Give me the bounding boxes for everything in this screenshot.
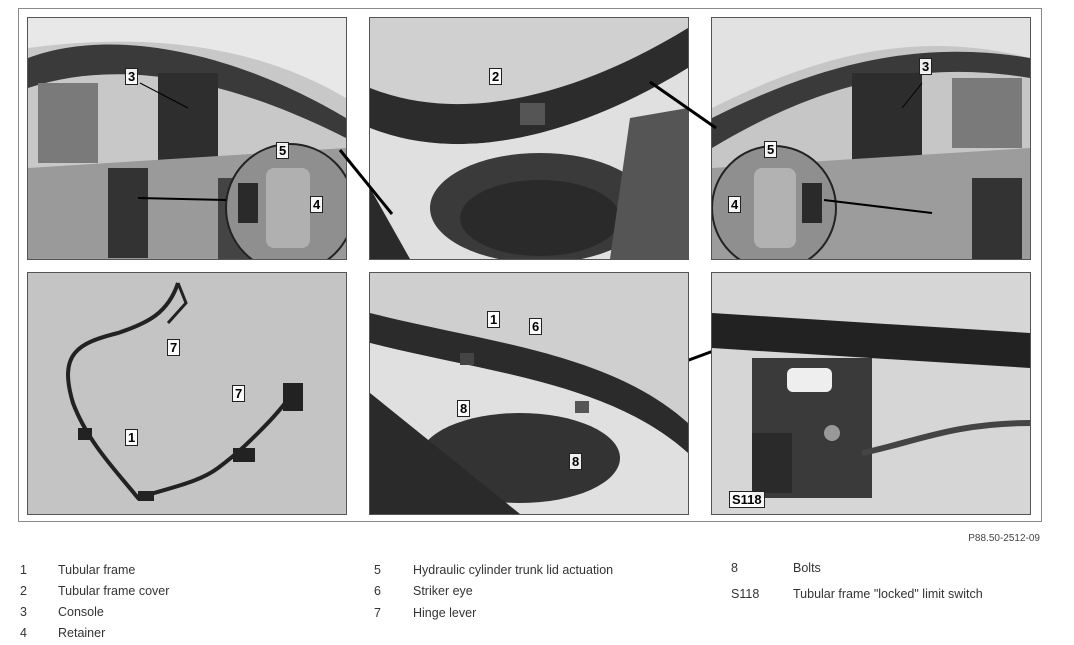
photo-bottom-left: 7 7 1 <box>27 272 347 515</box>
legend-num-8: 8 <box>731 561 738 575</box>
photo-top-left-art <box>28 18 346 259</box>
legend-text-4: Retainer <box>58 626 106 640</box>
legend-text-6: Striker eye <box>413 584 473 598</box>
callout-8: 8 <box>457 400 471 417</box>
legend-num-1: 1 <box>20 563 27 577</box>
legend-num-4: 4 <box>20 626 27 640</box>
photo-bottom-left-art <box>28 273 346 514</box>
photo-top-right: 3 5 4 <box>711 17 1031 260</box>
callout-4: 4 <box>310 196 324 213</box>
photo-bottom-right-art <box>712 273 1030 514</box>
legend-num-7: 7 <box>374 606 381 620</box>
callout-2: 2 <box>489 68 503 85</box>
photo-top-middle-art <box>370 18 688 259</box>
photo-bottom-middle: 1 6 8 8 <box>369 272 689 515</box>
callout-7: 7 <box>232 385 246 402</box>
callout-6: 6 <box>529 318 543 335</box>
legend-text-5: Hydraulic cylinder trunk lid actuation <box>413 563 614 577</box>
legend-num-3: 3 <box>20 605 27 619</box>
callout-s118: S118 <box>729 491 765 508</box>
legend-text-s118: Tubular frame "locked" limit switch <box>793 587 983 601</box>
callout-7: 7 <box>167 339 181 356</box>
legend-text-8: Bolts <box>793 561 821 575</box>
figure-reference: P88.50-2512-09 <box>968 533 1040 544</box>
callout-5: 5 <box>764 141 778 158</box>
legend-num-2: 2 <box>20 584 27 598</box>
callout-8: 8 <box>569 453 583 470</box>
callout-3: 3 <box>919 58 933 75</box>
photo-top-left: 3 5 4 <box>27 17 347 260</box>
legend-num-5: 5 <box>374 563 381 577</box>
photo-bottom-middle-art <box>370 273 688 514</box>
photo-top-right-art <box>712 18 1030 259</box>
callout-3: 3 <box>125 68 139 85</box>
photo-top-middle: 2 <box>369 17 689 260</box>
callout-1: 1 <box>487 311 501 328</box>
legend-text-3: Console <box>58 605 104 619</box>
legend-text-1: Tubular frame <box>58 563 136 577</box>
callout-1: 1 <box>125 429 139 446</box>
legend-num-s118: S118 <box>731 587 760 601</box>
callout-5: 5 <box>276 142 290 159</box>
legend-num-6: 6 <box>374 584 381 598</box>
callout-4: 4 <box>728 196 742 213</box>
legend-text-2: Tubular frame cover <box>58 584 170 598</box>
legend-text-7: Hinge lever <box>413 606 477 620</box>
photo-bottom-right: S118 <box>711 272 1031 515</box>
